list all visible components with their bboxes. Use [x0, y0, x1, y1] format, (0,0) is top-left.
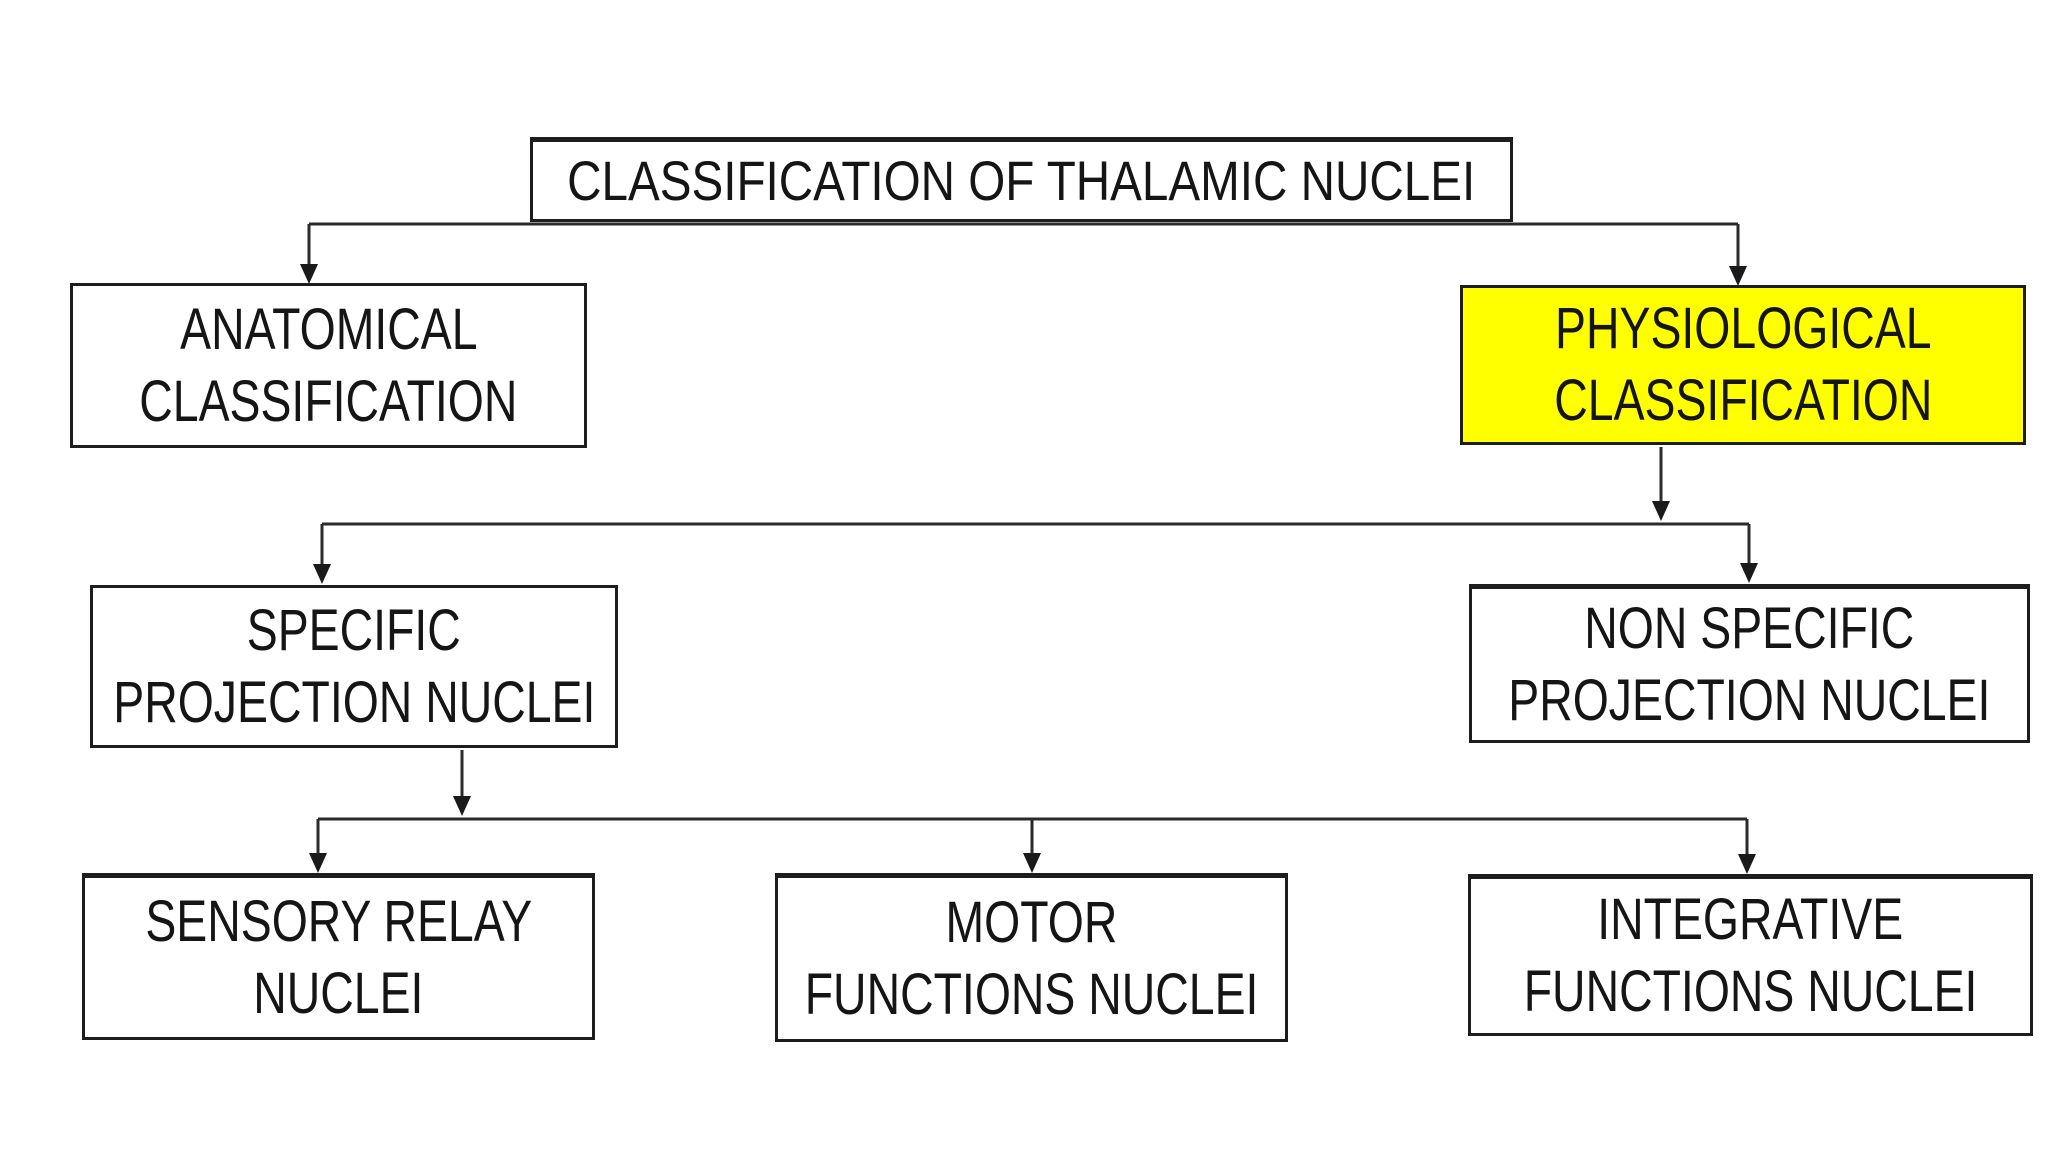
arrowhead-to-specific	[313, 564, 331, 584]
node-classification-title: CLASSIFICATION OF THALAMIC NUCLEI	[530, 137, 1513, 222]
node-label-line: PROJECTION NUCLEI	[1508, 667, 1991, 733]
arrowhead-to-anatomical	[300, 264, 318, 284]
node-label-line: CLASSIFICATION OF THALAMIC NUCLEI	[567, 148, 1476, 212]
node-anatomical-classification: ANATOMICAL CLASSIFICATION	[70, 283, 587, 448]
node-sensory-relay-nuclei: SENSORY RELAY NUCLEI	[82, 873, 595, 1040]
arrowhead-physiological-stem	[1652, 501, 1670, 521]
node-non-specific-projection-nuclei: NON SPECIFIC PROJECTION NUCLEI	[1469, 584, 2030, 743]
arrowhead-to-physiological	[1729, 266, 1747, 286]
node-label-line: SPECIFIC	[247, 597, 461, 663]
node-label-line: SENSORY RELAY	[145, 888, 532, 954]
arrowhead-to-motor	[1023, 853, 1041, 873]
node-label-line: NON SPECIFIC	[1584, 595, 1915, 661]
arrowhead-to-sensory	[309, 853, 327, 873]
node-label-line: CLASSIFICATION	[139, 368, 518, 434]
node-label-line: NUCLEI	[253, 960, 424, 1026]
node-label-line: INTEGRATIVE	[1597, 887, 1904, 952]
node-label-line: FUNCTIONS NUCLEI	[804, 961, 1259, 1027]
node-label-line: CLASSIFICATION	[1553, 368, 1933, 433]
node-label-line: PROJECTION NUCLEI	[112, 669, 596, 735]
node-label-line: FUNCTIONS NUCLEI	[1523, 959, 1978, 1024]
arrowhead-to-integrative	[1738, 854, 1756, 874]
node-integrative-functions-nuclei: INTEGRATIVE FUNCTIONS NUCLEI	[1468, 874, 2033, 1036]
node-label-line: ANATOMICAL	[179, 296, 478, 362]
arrowhead-specific-stem	[453, 796, 471, 816]
node-specific-projection-nuclei: SPECIFIC PROJECTION NUCLEI	[90, 585, 618, 748]
node-physiological-classification: PHYSIOLOGICAL CLASSIFICATION	[1460, 285, 2026, 445]
node-motor-functions-nuclei: MOTOR FUNCTIONS NUCLEI	[775, 873, 1288, 1042]
node-label-line: MOTOR	[945, 889, 1118, 955]
node-label-line: PHYSIOLOGICAL	[1554, 296, 1932, 361]
arrowhead-to-nonspecific	[1740, 563, 1758, 583]
